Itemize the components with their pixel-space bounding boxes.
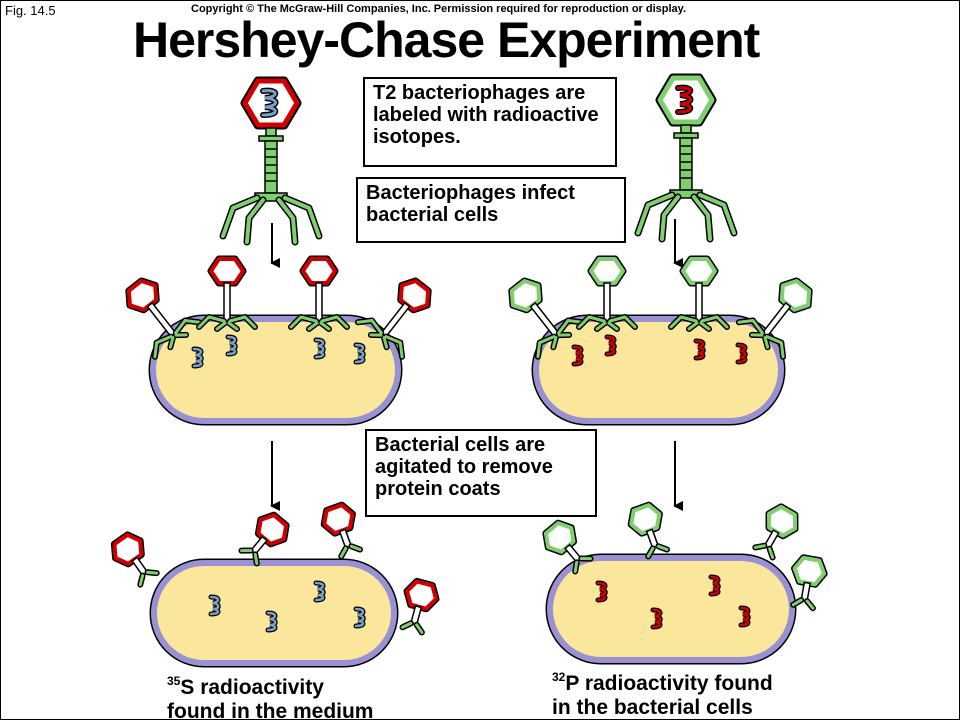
step-infect-box: Bacteriophages infect bacterial cells	[356, 177, 626, 243]
step-agitate-text: Bacterial cells are agitated to remove p…	[375, 434, 553, 500]
step-label-phages-box: T2 bacteriophages are labeled with radio…	[363, 77, 617, 167]
isotope-phosphorus: 32	[552, 670, 566, 684]
isotope-sulfur: 35	[167, 674, 181, 688]
step-infect-text: Bacteriophages infect bacterial cells	[366, 182, 575, 226]
phage-phosphorus-labeled	[638, 73, 734, 239]
bacterium-result-right	[545, 553, 797, 665]
result-left-line2: found in the medium	[167, 700, 374, 720]
step-agitate-box: Bacterial cells are agitated to remove p…	[365, 429, 597, 517]
result-right-line2: in the bacterial cells	[552, 696, 753, 719]
diagram-title: Hershey-Chase Experiment	[133, 12, 760, 68]
result-caption-left: 35S radioactivity found in the medium	[167, 669, 374, 720]
step-label-phages-text: T2 bacteriophages are labeled with radio…	[373, 82, 599, 148]
bacterium-infected-right	[531, 314, 786, 426]
result-left-line1: S radioactivity	[180, 676, 324, 699]
result-caption-right: 32P radioactivity found in the bacterial…	[552, 665, 773, 719]
result-right-line1: P radioactivity found	[565, 672, 773, 695]
bacterium-result-left	[149, 558, 399, 668]
copyright-notice: Copyright © The McGraw-Hill Companies, I…	[191, 3, 687, 15]
bacterium-infected-left	[148, 314, 403, 426]
figure-number: Fig. 14.5	[5, 3, 56, 18]
phage-sulfur-labeled	[223, 76, 319, 242]
